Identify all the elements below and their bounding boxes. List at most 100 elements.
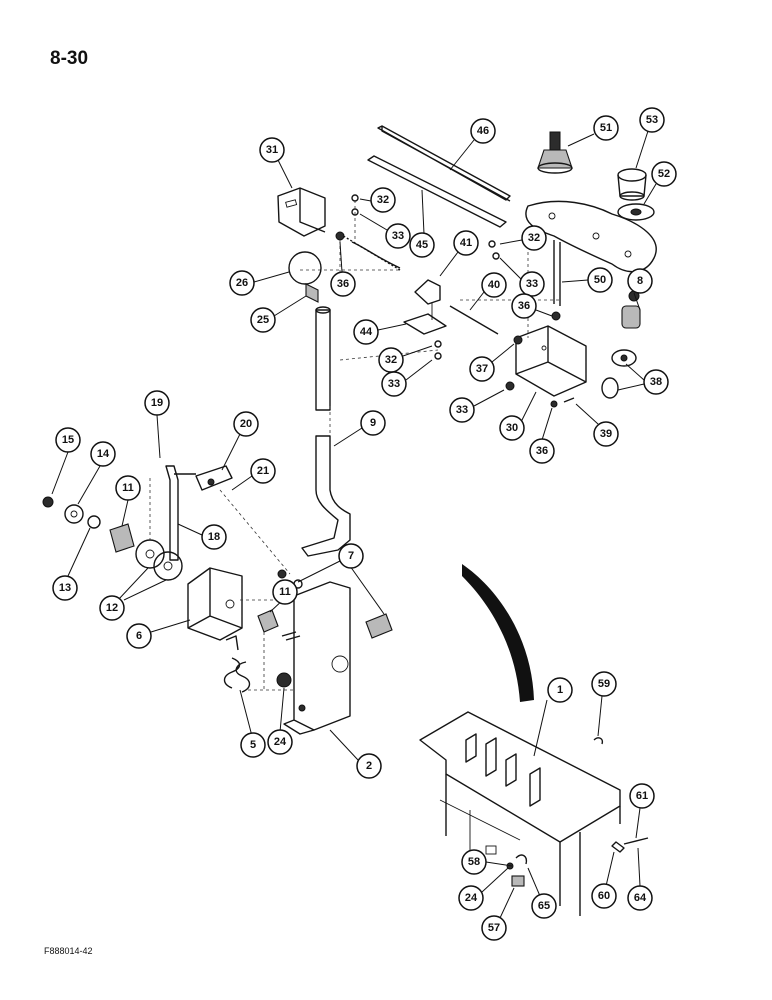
svg-text:25: 25 <box>257 314 269 326</box>
svg-text:1: 1 <box>557 684 563 696</box>
svg-text:38: 38 <box>650 376 662 388</box>
svg-text:45: 45 <box>416 239 428 251</box>
callout-24a: 24 <box>267 687 293 755</box>
link-20 <box>195 465 233 491</box>
svg-text:39: 39 <box>600 428 612 440</box>
svg-text:33: 33 <box>456 404 468 416</box>
dashed-guides-lower <box>149 406 331 691</box>
mount-51 <box>537 131 573 174</box>
callout-38: 38 <box>617 363 669 395</box>
svg-text:61: 61 <box>636 790 648 802</box>
svg-text:19: 19 <box>151 397 163 409</box>
svg-text:30: 30 <box>506 422 518 434</box>
strap-46 <box>377 125 511 202</box>
svg-text:13: 13 <box>59 582 71 594</box>
callout-45: 45 <box>409 189 435 258</box>
callout-6: 6 <box>126 619 191 649</box>
housing-6 <box>187 567 243 641</box>
console-1 <box>419 711 621 916</box>
svg-text:36: 36 <box>337 278 349 290</box>
callout-15: 15 <box>51 427 81 495</box>
callout-59: 59 <box>591 671 617 737</box>
callout-60: 60 <box>591 851 617 909</box>
callout-39: 39 <box>575 403 619 447</box>
callout-11b: 11 <box>269 579 298 613</box>
svg-text:8: 8 <box>637 275 643 287</box>
callout-57: 57 <box>481 887 515 941</box>
svg-text:57: 57 <box>488 922 500 934</box>
motor-8 <box>621 290 641 329</box>
callout-61: 61 <box>629 783 655 839</box>
svg-text:64: 64 <box>634 892 647 904</box>
callout-40: 40 <box>469 272 507 311</box>
callout-13: 13 <box>52 527 91 601</box>
svg-text:36: 36 <box>518 300 530 312</box>
svg-text:52: 52 <box>658 168 670 180</box>
pulley-38 <box>601 349 637 399</box>
transition-arrow <box>462 564 534 702</box>
knob-26 <box>288 251 322 303</box>
svg-text:33: 33 <box>526 278 538 290</box>
callout-46: 46 <box>449 118 496 171</box>
strap-45 <box>367 155 507 228</box>
callout-33b: 33 <box>499 257 545 297</box>
callout-26: 26 <box>229 270 290 296</box>
svg-text:40: 40 <box>488 279 500 291</box>
callout-30: 30 <box>499 391 537 441</box>
callout-5: 5 <box>239 689 266 758</box>
svg-text:59: 59 <box>598 678 610 690</box>
svg-text:14: 14 <box>97 448 110 460</box>
console-hardware <box>506 737 649 887</box>
callout-31: 31 <box>259 137 293 189</box>
figure-code: F888014-42 <box>44 946 93 956</box>
callout-7: 7 <box>297 543 385 615</box>
svg-text:65: 65 <box>538 900 550 912</box>
svg-text:60: 60 <box>598 890 610 902</box>
svg-text:33: 33 <box>388 378 400 390</box>
svg-text:18: 18 <box>208 531 220 543</box>
page-number: 8-30 <box>50 48 89 69</box>
plate-2 <box>283 581 351 735</box>
callout-2: 2 <box>329 729 382 779</box>
callout-18: 18 <box>177 523 227 550</box>
callout-21: 21 <box>231 458 276 491</box>
callout-36b: 36 <box>511 293 553 319</box>
svg-text:32: 32 <box>528 232 540 244</box>
svg-text:33: 33 <box>392 230 404 242</box>
callout-51: 51 <box>567 115 619 147</box>
cup-53 <box>617 168 647 201</box>
svg-text:32: 32 <box>377 194 389 206</box>
svg-text:15: 15 <box>62 434 74 446</box>
callout-32c: 32 <box>378 345 433 373</box>
svg-text:5: 5 <box>250 739 256 751</box>
bracket-30 <box>515 325 587 397</box>
svg-text:21: 21 <box>257 465 269 477</box>
svg-text:58: 58 <box>468 856 480 868</box>
callout-52: 52 <box>643 161 677 205</box>
svg-text:12: 12 <box>106 602 118 614</box>
callout-9: 9 <box>333 410 386 447</box>
callout-33a: 33 <box>359 213 411 249</box>
callout-32b: 32 <box>499 225 547 251</box>
bolt-7 <box>277 569 393 641</box>
svg-text:11: 11 <box>279 586 291 598</box>
rod-18 <box>165 465 196 561</box>
svg-text:9: 9 <box>370 417 376 429</box>
callout-32a: 32 <box>359 187 396 213</box>
callout-12: 12 <box>99 567 167 621</box>
svg-text:44: 44 <box>360 326 373 338</box>
svg-text:37: 37 <box>476 363 488 375</box>
callout-19: 19 <box>144 390 170 459</box>
bracket-41-44 <box>339 233 499 335</box>
callouts: 1 2 5 6 7 8 9 11 11 12 13 14 15 18 19 20… <box>51 107 677 941</box>
callout-33c: 33 <box>381 359 433 397</box>
svg-text:24: 24 <box>465 892 478 904</box>
callout-8: 8 <box>627 268 653 311</box>
svg-text:46: 46 <box>477 125 489 137</box>
svg-text:50: 50 <box>594 274 606 286</box>
callout-33d: 33 <box>449 389 505 423</box>
svg-text:11: 11 <box>122 482 134 494</box>
callout-24b: 24 <box>458 867 509 911</box>
stack-11-15 <box>42 496 183 581</box>
